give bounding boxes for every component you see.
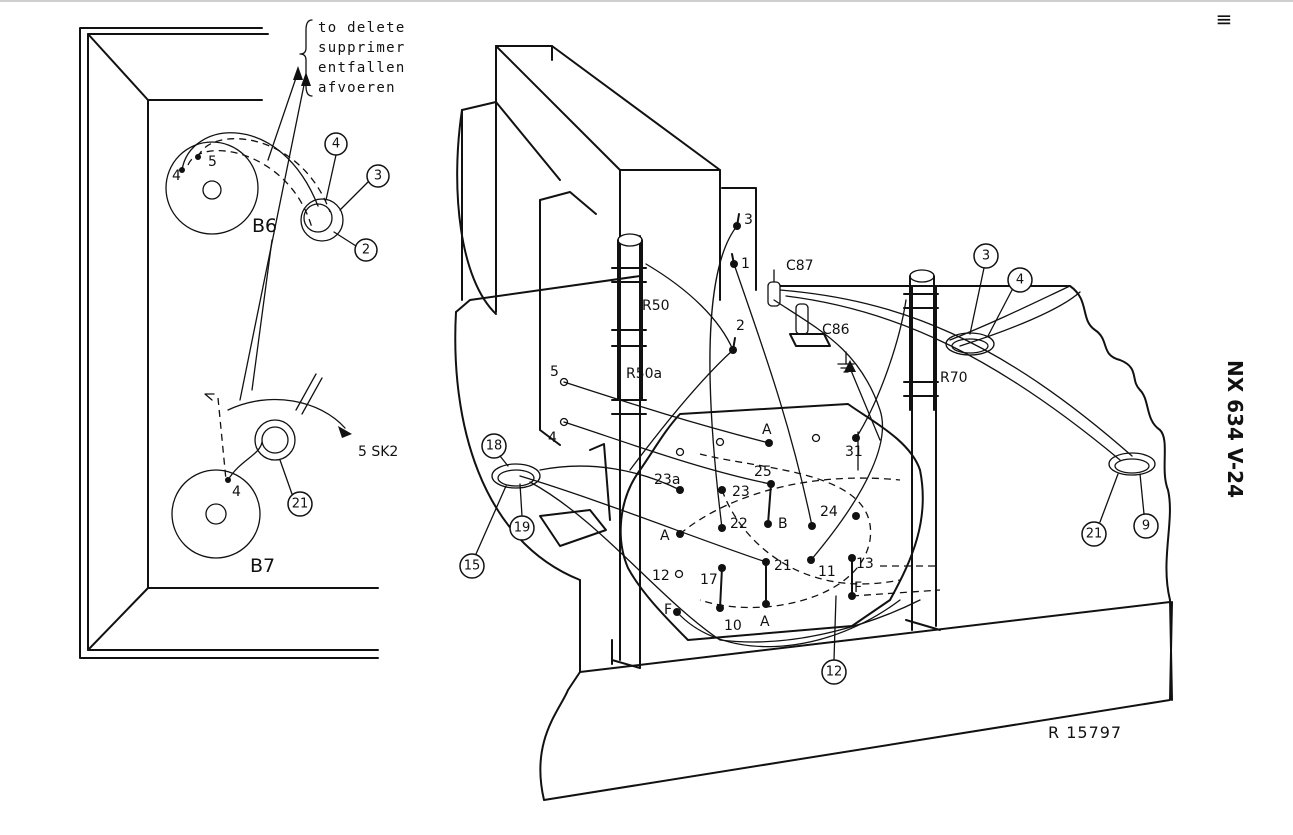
board-label-13: 13 <box>856 556 874 572</box>
b7-pin-4: 4 <box>232 484 241 500</box>
drawing-reference: R 15797 <box>1048 723 1122 742</box>
callout-3-left: 3 <box>366 164 390 188</box>
callout-21-left: 21 <box>287 491 313 517</box>
svg-text:9: 9 <box>1142 519 1150 534</box>
board-label-a-top: A <box>762 422 772 438</box>
board-label-23a: 23a <box>654 472 680 488</box>
wiring <box>519 225 1133 648</box>
board-label-a-bottom: A <box>760 614 770 630</box>
r50-resistor <box>611 233 647 415</box>
svg-text:15: 15 <box>464 559 481 574</box>
note-line-1: to delete <box>318 20 406 36</box>
callout-12: 12 <box>821 659 847 685</box>
board-label-23: 23 <box>732 484 750 500</box>
b6-pin-4: 4 <box>172 168 181 184</box>
note-to-delete: to delete supprimer entfallen afvoeren <box>299 19 406 97</box>
svg-text:18: 18 <box>486 439 503 454</box>
board-label-11: 11 <box>818 564 836 580</box>
left-panel: 4 5 B6 4 B7 5 SK2 4 3 2 21 <box>79 27 398 659</box>
svg-text:19: 19 <box>514 521 531 536</box>
board-label-f-right: F <box>854 580 862 596</box>
svg-text:3: 3 <box>982 249 990 264</box>
svg-text:2: 2 <box>362 243 370 258</box>
board-label-25: 25 <box>754 464 772 480</box>
side-pin-4: 4 <box>548 430 557 446</box>
c86-capacitor <box>789 303 831 347</box>
callout-4-right: 4 <box>1007 267 1033 293</box>
pin-label-3: 3 <box>744 212 753 228</box>
board-label-a-left: A <box>660 528 670 544</box>
label-c87: C87 <box>786 258 814 274</box>
board-label-10: 10 <box>724 618 742 634</box>
callout-18: 18 <box>481 433 507 459</box>
board-label-17: 17 <box>700 572 718 588</box>
pin-label-2: 2 <box>736 318 745 334</box>
b6-label: B6 <box>252 215 277 237</box>
right-panel: R50 R50a C87 C86 R70 3 1 2 5 4 A 31 25 2… <box>454 45 1173 801</box>
svg-text:12: 12 <box>826 665 843 680</box>
note-line-2: supprimer <box>318 40 406 56</box>
board-label-22: 22 <box>730 516 748 532</box>
svg-text:4: 4 <box>332 137 340 152</box>
callout-4-left: 4 <box>324 132 348 156</box>
callout-2-left: 2 <box>354 238 378 262</box>
grommet-21-9 <box>1108 452 1156 476</box>
callout-9: 9 <box>1133 513 1159 539</box>
tag-strip-board <box>619 403 924 641</box>
c87-capacitor <box>767 269 781 307</box>
callout-15: 15 <box>459 553 485 579</box>
board-label-21: 21 <box>774 558 792 574</box>
b7-label: B7 <box>250 555 275 577</box>
callout-3-right: 3 <box>973 243 999 269</box>
callout-21-right: 21 <box>1081 521 1107 547</box>
svg-text:21: 21 <box>292 497 309 512</box>
svg-text:21: 21 <box>1086 527 1103 542</box>
callout-19: 19 <box>509 515 535 541</box>
label-r50: R50 <box>642 298 670 314</box>
label-r50a: R50a <box>626 366 662 382</box>
board-label-31: 31 <box>845 444 863 460</box>
note-line-4: afvoeren <box>318 80 396 96</box>
side-code: NX 634 V-24 <box>1223 360 1247 498</box>
label-r70: R70 <box>940 370 968 386</box>
pin-label-1: 1 <box>741 256 750 272</box>
board-label-12: 12 <box>652 568 670 584</box>
svg-text:4: 4 <box>1016 273 1024 288</box>
note-line-3: entfallen <box>318 60 406 76</box>
b7-tube-socket <box>171 469 261 559</box>
label-c86: C86 <box>822 322 850 338</box>
board-label-b: B <box>778 516 788 532</box>
board-terminals <box>673 433 860 616</box>
board-label-24: 24 <box>820 504 838 520</box>
b6-pin-5: 5 <box>208 154 217 170</box>
menu-icon[interactable]: ≡ <box>1215 7 1233 31</box>
b6-tube-socket <box>165 141 259 235</box>
sk2-label: 5 SK2 <box>358 444 398 460</box>
svg-text:3: 3 <box>374 169 382 184</box>
r70-resistor <box>903 269 939 411</box>
board-label-f-left: F <box>664 602 672 618</box>
grommet-18 <box>491 463 541 489</box>
side-pin-5: 5 <box>550 364 559 380</box>
top-border <box>0 0 1293 2</box>
